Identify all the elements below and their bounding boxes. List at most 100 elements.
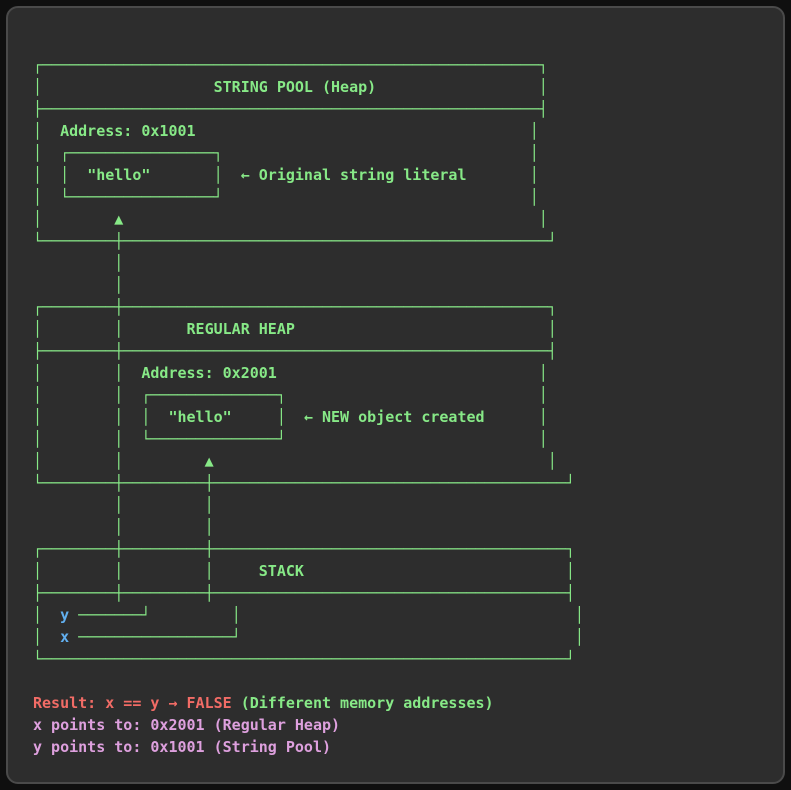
diagram-glyphs: ┐ [538, 56, 548, 74]
diagram-glyphs [42, 320, 114, 338]
diagram-glyphs: │ [114, 386, 124, 404]
diagram-glyphs: │ [114, 518, 124, 536]
stack-var-x: x [60, 628, 70, 646]
string-pool-separator: ├───────────────────────────────────────… [33, 98, 783, 120]
diagram-glyphs: ────────────────────────────────────────… [123, 342, 548, 360]
diagram-glyphs [223, 166, 241, 184]
diagram-glyphs: │ [538, 78, 548, 96]
diagram-glyphs: │ [33, 364, 43, 382]
string-pool-bottom-border: └────────┼──────────────────────────────… [33, 230, 783, 252]
diagram-glyphs [150, 606, 231, 624]
diagram-glyphs [42, 78, 214, 96]
x-points-row: x points to: 0x2001 (Regular Heap) [33, 714, 783, 736]
diagram-glyphs [232, 408, 277, 426]
pointer-gap-row-3: │ │ [33, 494, 783, 516]
diagram-glyphs: ────────────── [150, 386, 277, 404]
diagram-glyphs [223, 144, 530, 162]
diagram-glyphs [304, 562, 566, 580]
diagram-glyphs [286, 386, 539, 404]
diagram-glyphs [214, 452, 548, 470]
stack-x-row: │ x ─────────────────┘ │ [33, 626, 783, 648]
diagram-glyphs: │ [538, 210, 548, 228]
diagram-glyphs: │ [114, 276, 124, 294]
diagram-glyphs [150, 408, 168, 426]
stack-bottom-border: └───────────────────────────────────────… [33, 648, 783, 670]
diagram-glyphs [69, 166, 87, 184]
diagram-glyphs [42, 364, 114, 382]
diagram-glyphs: │ [33, 452, 43, 470]
regular-heap-bottom-border: └────────┼─────────┼────────────────────… [33, 472, 783, 494]
regular-heap-value-box-bottom: │ │ └──────────────┘ │ [33, 428, 783, 450]
diagram-glyphs: ┼ [204, 540, 214, 558]
diagram-glyphs: ──────── [42, 232, 115, 250]
diagram-glyphs [33, 276, 114, 294]
diagram-glyphs: ┐ [213, 144, 223, 162]
pointer-gap-row-1: │ [33, 252, 783, 274]
diagram-glyphs: ┌ [33, 298, 43, 316]
string-pool-top-border: ┌───────────────────────────────────────… [33, 54, 783, 76]
diagram-glyphs: ───────── [123, 474, 205, 492]
diagram-glyphs [241, 628, 575, 646]
diagram-glyphs: ┤ [565, 584, 575, 602]
diagram-glyphs: ┼ [204, 474, 214, 492]
diagram-glyphs: ──────── [42, 540, 115, 558]
diagram-glyphs: ┌ [60, 144, 70, 162]
string-pool-title-row: │ STRING POOL (Heap) │ [33, 76, 783, 98]
diagram-glyphs [123, 518, 204, 536]
diagram-glyphs: │ [276, 408, 286, 426]
stack-separator: ├────────┼─────────┼────────────────────… [33, 582, 783, 604]
diagram-glyphs: │ [33, 408, 43, 426]
diagram-glyphs [123, 562, 204, 580]
regular-heap-address-row: │ │ Address: 0x2001 │ [33, 362, 783, 384]
diagram-glyphs: └ [33, 650, 43, 668]
string-pool-value-box-top: │ ┌────────────────┐ │ [33, 142, 783, 164]
regular-heap-separator: ├────────┼──────────────────────────────… [33, 340, 783, 362]
string-pool-note: Original string literal [249, 166, 467, 184]
diagram-glyphs [123, 430, 141, 448]
diagram-glyphs: │ [33, 122, 43, 140]
stack-title-row: │ │ │ STACK │ [33, 560, 783, 582]
x-points-text: x points to: 0x2001 (Regular Heap) [33, 716, 341, 734]
diagram-glyphs: ────────────────────────────────────────… [42, 100, 539, 118]
diagram-glyphs: ┘ [213, 188, 223, 206]
diagram-glyphs: ───────────────── [78, 628, 232, 646]
diagram-glyphs [241, 606, 575, 624]
diagram-glyphs: │ [114, 562, 124, 580]
diagram-glyphs: │ [529, 188, 539, 206]
diagram-glyphs: ────────────────────────────────────────… [123, 298, 548, 316]
diagram-glyphs [214, 562, 259, 580]
diagram-glyphs: ┼ [114, 584, 124, 602]
diagram-glyphs [123, 364, 141, 382]
diagram-glyphs: │ [538, 430, 548, 448]
diagram-glyphs: ┐ [547, 298, 557, 316]
diagram-glyphs: │ [574, 606, 584, 624]
diagram-glyphs: │ [114, 430, 124, 448]
diagram-glyphs [42, 562, 114, 580]
diagram-glyphs: └ [141, 430, 151, 448]
diagram-glyphs: │ [547, 452, 557, 470]
diagram-glyphs [295, 320, 548, 338]
diagram-glyphs [286, 408, 304, 426]
diagram-glyphs: ├ [33, 342, 43, 360]
stack-title: STACK [258, 562, 304, 580]
diagram-glyphs [277, 364, 539, 382]
regular-heap-title-row: │ │ REGULAR HEAP │ [33, 318, 783, 340]
regular-heap-title: REGULAR HEAP [186, 320, 295, 338]
diagram-glyphs: │ [114, 496, 124, 514]
diagram-glyphs: ┌ [33, 540, 43, 558]
left-arrow-icon: ← [303, 408, 313, 426]
string-pool-value-box-bottom: │ └────────────────┘ │ [33, 186, 783, 208]
diagram-glyphs: │ [33, 386, 43, 404]
diagram-glyphs [123, 320, 186, 338]
diagram-glyphs [123, 386, 141, 404]
diagram-glyphs: ──────── [42, 342, 115, 360]
string-pool-value-row: │ │ "hello" │ ← Original string literal … [33, 164, 783, 186]
diagram-glyphs [42, 122, 60, 140]
regular-heap-top-border: ┌────────┼──────────────────────────────… [33, 296, 783, 318]
diagram-glyphs: ├ [33, 100, 43, 118]
diagram-glyphs: │ [538, 386, 548, 404]
diagram-glyphs [33, 518, 114, 536]
diagram-glyphs: │ [33, 78, 43, 96]
diagram-glyphs [42, 606, 60, 624]
